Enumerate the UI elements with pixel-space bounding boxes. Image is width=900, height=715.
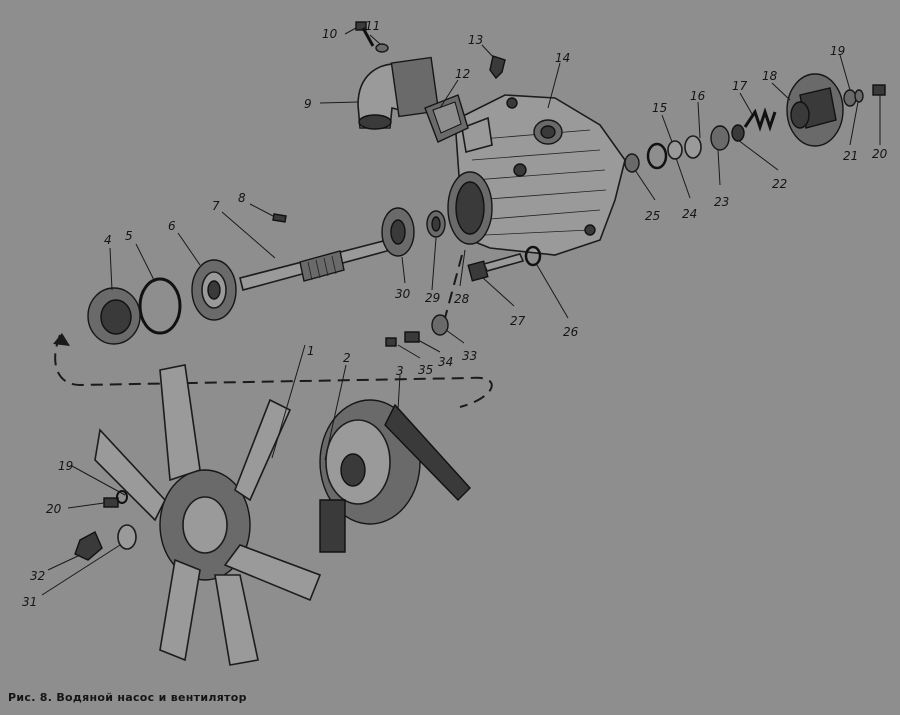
callout-14: 14: [555, 51, 570, 65]
callout-4: 4: [104, 233, 112, 247]
v-belt: [319, 403, 471, 553]
callout-16: 16: [690, 89, 706, 103]
pump-shaft: [239, 237, 400, 291]
callout-12: 12: [455, 67, 470, 81]
fan: [94, 364, 322, 666]
callout-3: 3: [396, 364, 404, 378]
seal-ring: [731, 124, 745, 142]
callout-25: 25: [645, 209, 660, 223]
callout-30: 30: [395, 287, 411, 301]
oil-seal-cup: [87, 287, 141, 345]
callout-27: 27: [510, 314, 526, 328]
callout-28: 28: [454, 292, 470, 306]
elbow-washer: [375, 43, 389, 53]
callout-labels: 1 2 3 4 5 6 7 8 9 10 11 12 13 14 15 16 1…: [22, 19, 888, 609]
callout-7: 7: [212, 199, 220, 213]
callout-21: 21: [843, 149, 858, 163]
callout-34: 34: [438, 355, 453, 369]
drain-fitting: [489, 55, 506, 80]
callout-1: 1: [307, 344, 315, 358]
callout-2: 2: [343, 351, 351, 365]
callout-20-fan: 20: [46, 502, 62, 516]
callout-10: 10: [322, 27, 338, 41]
callout-23: 23: [714, 195, 729, 209]
callout-19-fan: 19: [58, 459, 73, 473]
fan-nut: [74, 531, 103, 561]
impeller-washer: [843, 89, 857, 107]
callout-19: 19: [830, 44, 845, 58]
callout-8: 8: [238, 191, 246, 205]
fan-bolt: [103, 497, 119, 508]
seal-cup: [710, 125, 730, 151]
callout-15: 15: [652, 101, 667, 115]
front-bearing: [191, 259, 237, 321]
callout-26: 26: [563, 325, 579, 339]
callout-11: 11: [365, 19, 380, 33]
elbow-gasket-hole: [432, 101, 462, 134]
small-bolt: [404, 331, 420, 343]
pump-housing: [447, 94, 626, 256]
impeller: [786, 73, 844, 147]
callout-33: 33: [462, 349, 477, 363]
spring-washer: [854, 89, 864, 103]
thrust-washer: [667, 140, 683, 160]
rear-nut: [624, 153, 640, 173]
seal-spring: [743, 107, 777, 132]
seal-washer: [684, 135, 702, 159]
callout-35: 35: [418, 363, 433, 377]
retaining-ring: [138, 277, 182, 335]
figure-caption: Рис. 8. Водяной насос и вентилятор: [8, 691, 247, 704]
lock-ring: [646, 142, 668, 170]
callout-6: 6: [168, 219, 176, 233]
callout-24: 24: [682, 207, 697, 221]
assembly-path-dashed-link: [444, 254, 463, 319]
outlet-elbow: [357, 56, 440, 130]
assembly-path-dashed: [54, 334, 493, 408]
tension-bolt: [467, 253, 525, 282]
callout-5: 5: [125, 229, 133, 243]
callout-13: 13: [468, 33, 483, 47]
assembly-path-arrowhead: [53, 333, 70, 346]
small-screw: [385, 337, 397, 347]
bolt-clip: [524, 245, 542, 267]
elbow-bolt: [355, 21, 375, 47]
callout-22: 22: [772, 177, 787, 191]
callout-31: 31: [22, 595, 37, 609]
callout-18: 18: [762, 69, 778, 83]
bearing-spacer: [426, 210, 446, 238]
lock-plate: [431, 314, 449, 336]
callout-9: 9: [304, 97, 312, 111]
fan-washer: [117, 524, 137, 550]
callout-32: 32: [30, 569, 45, 583]
callout-17: 17: [732, 79, 748, 93]
fan-bolt-washer: [116, 490, 128, 504]
impeller-bolt: [872, 84, 886, 96]
rear-bearing: [381, 207, 415, 257]
shaft-key: [272, 213, 287, 223]
callout-29: 29: [425, 291, 440, 305]
leader-lines: [41, 27, 881, 596]
callout-20: 20: [872, 147, 888, 161]
